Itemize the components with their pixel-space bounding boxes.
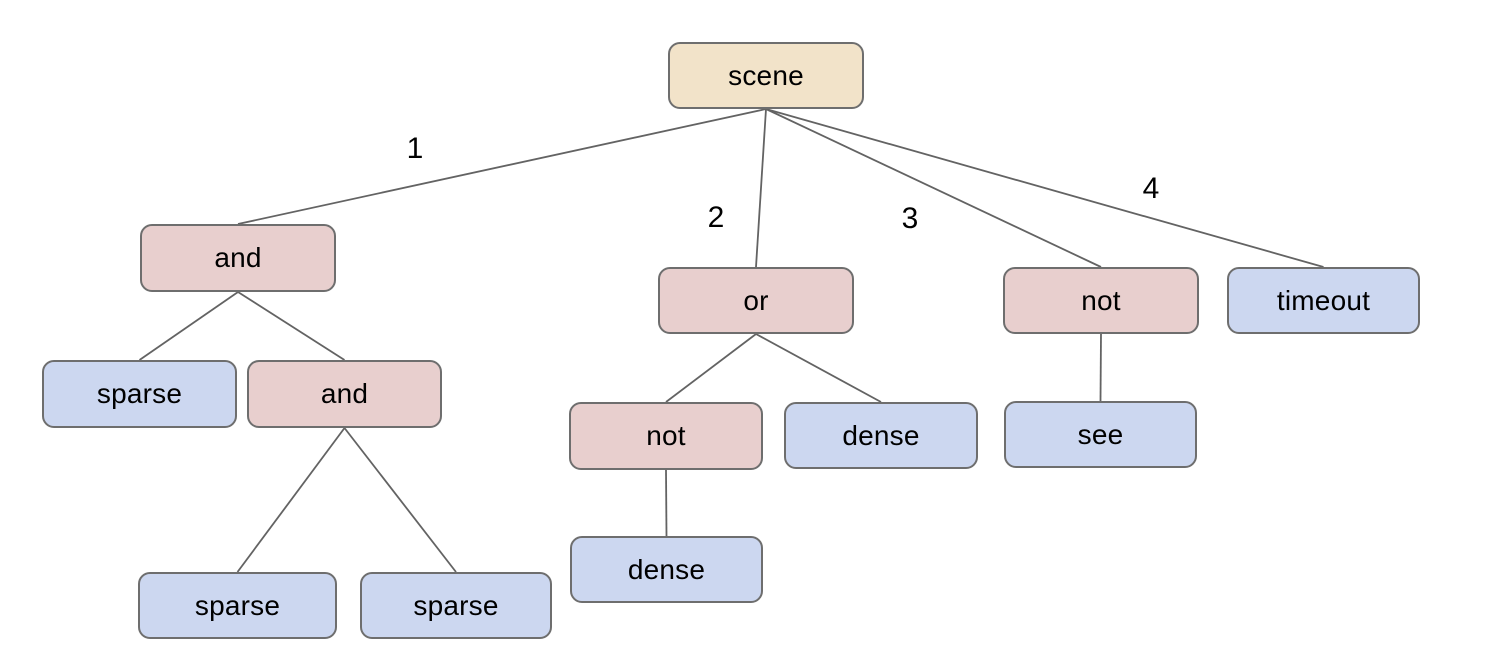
tree-node-timeout1: timeout [1227,267,1420,334]
tree-node-not1: not [1003,267,1199,334]
tree-node-dense2: dense [570,536,763,603]
edge-line-and1-and2 [237,291,345,361]
tree-node-or1: or [658,267,854,334]
edge-line-not1-see1 [1099,333,1102,402]
edge-label-2: 2 [708,201,725,234]
edge-line-scene-and1 [237,108,767,225]
edge-line-or1-dense1 [755,333,882,403]
tree-node-not2: not [569,402,763,470]
tree-node-see1: see [1004,401,1197,468]
edge-line-and2-sparse3 [343,427,457,573]
tree-node-sparse3: sparse [360,572,552,639]
tree-node-and2: and [247,360,442,428]
edge-label-4: 4 [1143,172,1160,205]
tree-node-sparse1: sparse [42,360,237,428]
edge-line-scene-or1 [755,108,767,268]
edge-line-and1-sparse1 [138,291,239,361]
edge-line-or1-not2 [665,333,757,403]
tree-node-and1: and [140,224,336,292]
edge-line-scene-timeout1 [765,108,1324,268]
edge-line-and2-sparse2 [236,427,346,573]
tree-node-scene: scene [668,42,864,109]
edge-line-scene-not1 [765,108,1102,268]
edge-line-not2-dense2 [665,469,668,537]
tree-node-dense1: dense [784,402,978,469]
edge-label-1: 1 [407,132,424,165]
edge-label-3: 3 [902,202,919,235]
tree-node-sparse2: sparse [138,572,337,639]
